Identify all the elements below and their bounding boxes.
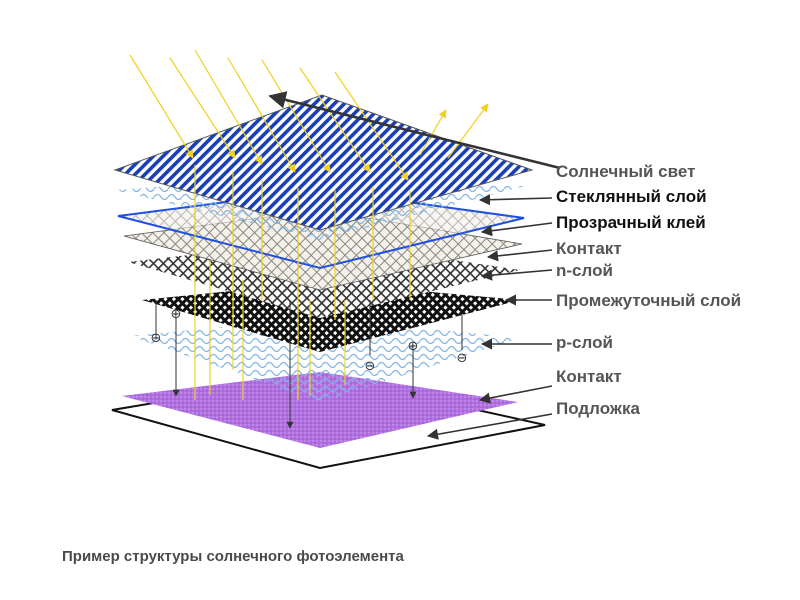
plus-charge-icon: ⊕: [171, 307, 182, 322]
label-substrate: Подложка: [556, 399, 640, 418]
glass-layer: [113, 94, 534, 231]
minus-charge-icon: ⊖: [151, 331, 162, 346]
label-n-layer: n-слой: [556, 261, 613, 280]
reflection-arrow: [268, 91, 561, 170]
label-transparent-glue: Прозрачный клей: [556, 213, 706, 232]
sunlight-rays: [129, 49, 489, 400]
minus-charge-icon: ⊖: [457, 351, 468, 366]
label-sunlight: Солнечный свет: [556, 162, 696, 181]
label-contact-top: Контакт: [556, 239, 622, 258]
plus-charge-icon: ⊕: [408, 339, 419, 354]
charge-paths: [155, 300, 463, 429]
label-intermediate-layer: Промежуточный слой: [556, 291, 742, 310]
label-glass-layer: Стеклянный слой: [556, 187, 707, 206]
figure-caption: Пример структуры солнечного фотоэлемента: [62, 548, 404, 565]
intermediate-layer: [142, 282, 520, 352]
bottom-contact-layer: [122, 372, 518, 448]
p-layer: [130, 318, 520, 402]
label-pointers: [426, 194, 553, 440]
label-contact-bottom: Контакт: [556, 367, 622, 386]
minus-charge-icon: ⊖: [365, 359, 376, 374]
label-p-layer: p-слой: [556, 333, 613, 352]
